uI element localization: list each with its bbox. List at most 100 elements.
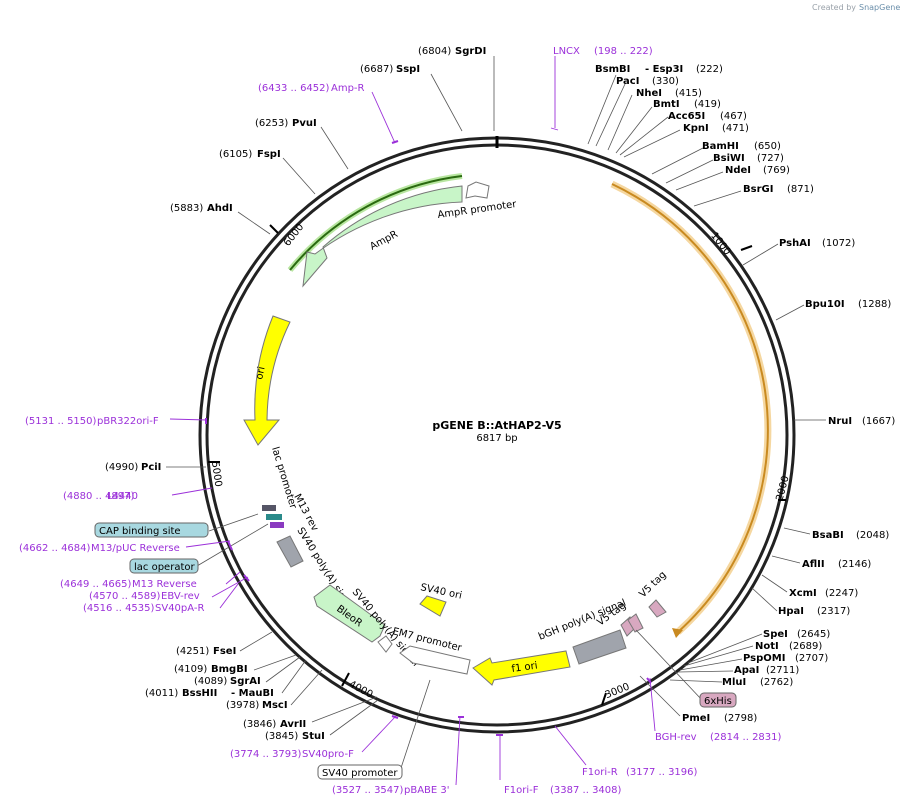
bleor-arrow[interactable] [313,584,386,643]
svg-text:(4880 .. 4897): (4880 .. 4897) [63,491,135,502]
enzyme-stui: StuI [302,731,325,742]
tick-1000: 1000 [708,231,732,258]
svg-text:(4570 .. 4589): (4570 .. 4589) [89,591,161,602]
insert-arc-halo [610,180,772,635]
svg-text:(6253): (6253) [255,118,288,129]
svg-text:(4251): (4251) [176,646,209,657]
lac-operator-label: lac operator [134,562,195,573]
em7-promoter-arrow[interactable] [399,645,471,675]
plasmid-length: 6817 bp [476,433,517,444]
svg-text:(4516 .. 4535): (4516 .. 4535) [83,603,155,614]
tick-marks: 1000 2000 3000 4000 5000 6000 [208,222,792,706]
sv40-promoter-label: SV40 promoter [322,768,398,779]
insert-arc-arrowhead [672,628,683,638]
enzyme-apai: ApaI [734,665,759,676]
enzyme-aflii: AflII [802,559,825,570]
svg-text:(2711): (2711) [766,665,799,676]
primer-bgh-rev: BGH-rev [655,732,697,743]
enzyme-fsei: FseI [213,646,236,657]
svg-text:(6687): (6687) [360,64,393,75]
primer-leaders [169,56,656,786]
svg-text:(415): (415) [675,88,702,99]
svg-text:(1072): (1072) [822,238,855,249]
lac-operator-box [129,558,199,574]
enzyme-paci: PacI [616,76,639,87]
cap-binding-label: CAP binding site [99,526,181,537]
svg-text:(1288): (1288) [858,299,891,310]
bgh-polya-block[interactable] [572,629,627,665]
sv40-polya-block[interactable] [276,535,304,568]
svg-text:(4649 .. 4665): (4649 .. 4665) [60,579,132,590]
enzyme-fspi: FspI [257,149,281,160]
enzyme-pvui: PvuI [292,118,317,129]
svg-text:(1667): (1667) [862,416,895,427]
enzyme-nhei: NheI [636,88,662,99]
enzyme-bsshii: BssHII [182,688,217,699]
v5-tag-1b-mark[interactable] [627,613,644,633]
enzyme-bmgbi: BmgBI [211,664,248,675]
enzyme-pcii: PciI [141,462,161,473]
enzyme-spei: SpeI [763,629,788,640]
cap-binding-box [94,522,209,538]
enzyme-bpu10i: Bpu10I [805,299,845,310]
sv40-promoter-box [317,764,403,780]
primer-lncx: LNCX [553,46,580,57]
svg-text:(198 .. 222): (198 .. 222) [594,46,653,57]
enzyme-sgrdi: SgrDI [455,46,486,57]
primer-pbabe3: pBABE 3' [404,785,450,796]
primer-f1ori-f: F1ori-F [504,785,539,796]
enzyme-bsrgi: BsrGI [743,184,773,195]
svg-text:(4089): (4089) [194,676,227,687]
ampr-label: AmpR [368,229,400,253]
cap-site-mark [270,522,284,528]
enzyme-acc65i: Acc65I [668,111,705,122]
feature-leaders [196,513,703,772]
svg-text:(3978): (3978) [226,700,259,711]
insert-arc [611,183,769,633]
tick-5000: 5000 [209,461,223,488]
enzyme-ndei: NdeI [725,165,751,176]
svg-text:(769): (769) [763,165,790,176]
enzyme-noti: NotI [755,641,779,652]
svg-text:(4109): (4109) [174,664,207,675]
primer-sv40pro-f: SV40pro-F [302,749,354,760]
primer-sv40pa-r: SV40pA-R [155,603,204,614]
v5-tag-label-2: V5 tag [637,569,668,600]
enzyme-pshai: PshAI [779,238,811,249]
primer-m13-puc-reverse: M13/pUC Reverse [91,543,180,554]
svg-text:(727): (727) [757,153,784,164]
sv40-ori-block[interactable] [419,595,447,617]
plasmid-name: pGENE B::AtHAP2-V5 [432,419,561,432]
enzyme-bmti: BmtI [653,99,680,110]
ampr-arrow[interactable] [302,185,463,288]
primer-m13-reverse: M13 Reverse [132,579,197,590]
enzyme-pmei: PmeI [682,713,710,724]
svg-text:(5131 .. 5150): (5131 .. 5150) [25,416,97,427]
enzyme-avrii: AvrII [280,719,306,730]
enzyme-msci: MscI [262,700,288,711]
credit-brand: SnapGene [859,3,900,12]
svg-text:(2247): (2247) [825,588,858,599]
svg-text:(3845): (3845) [265,731,298,742]
enzyme-xcmi: XcmI [789,588,817,599]
em7-small-arrow [377,635,393,653]
enzyme-labels: SgrDI (6804) SspI (6687) PvuI (6253) Fsp… [105,46,895,742]
svg-text:(2689): (2689) [789,641,822,652]
enzyme-maubi: - MauBI [231,688,274,699]
boxed-features: CAP binding site lac operator SV40 promo… [94,522,737,780]
v5-tag-2-mark[interactable] [648,599,667,618]
svg-text:(467): (467) [720,111,747,122]
svg-text:(2707): (2707) [795,653,828,664]
credit-created-by: Created by [812,3,856,12]
svg-text:(2798): (2798) [724,713,757,724]
svg-text:(650): (650) [754,141,781,152]
enzyme-esp3i: - Esp3I [645,64,683,75]
ori-arrow[interactable] [243,315,291,446]
enzyme-ahdi: AhdI [207,203,233,214]
primer-f1ori-r: F1ori-R [582,767,618,778]
f1-ori-label: f1 ori [511,660,538,675]
enzyme-bamhi: BamHI [702,141,739,152]
f1-ori-arrow[interactable] [472,650,571,686]
ampr-promoter-arrow[interactable] [465,181,490,199]
svg-text:(4990): (4990) [105,462,138,473]
